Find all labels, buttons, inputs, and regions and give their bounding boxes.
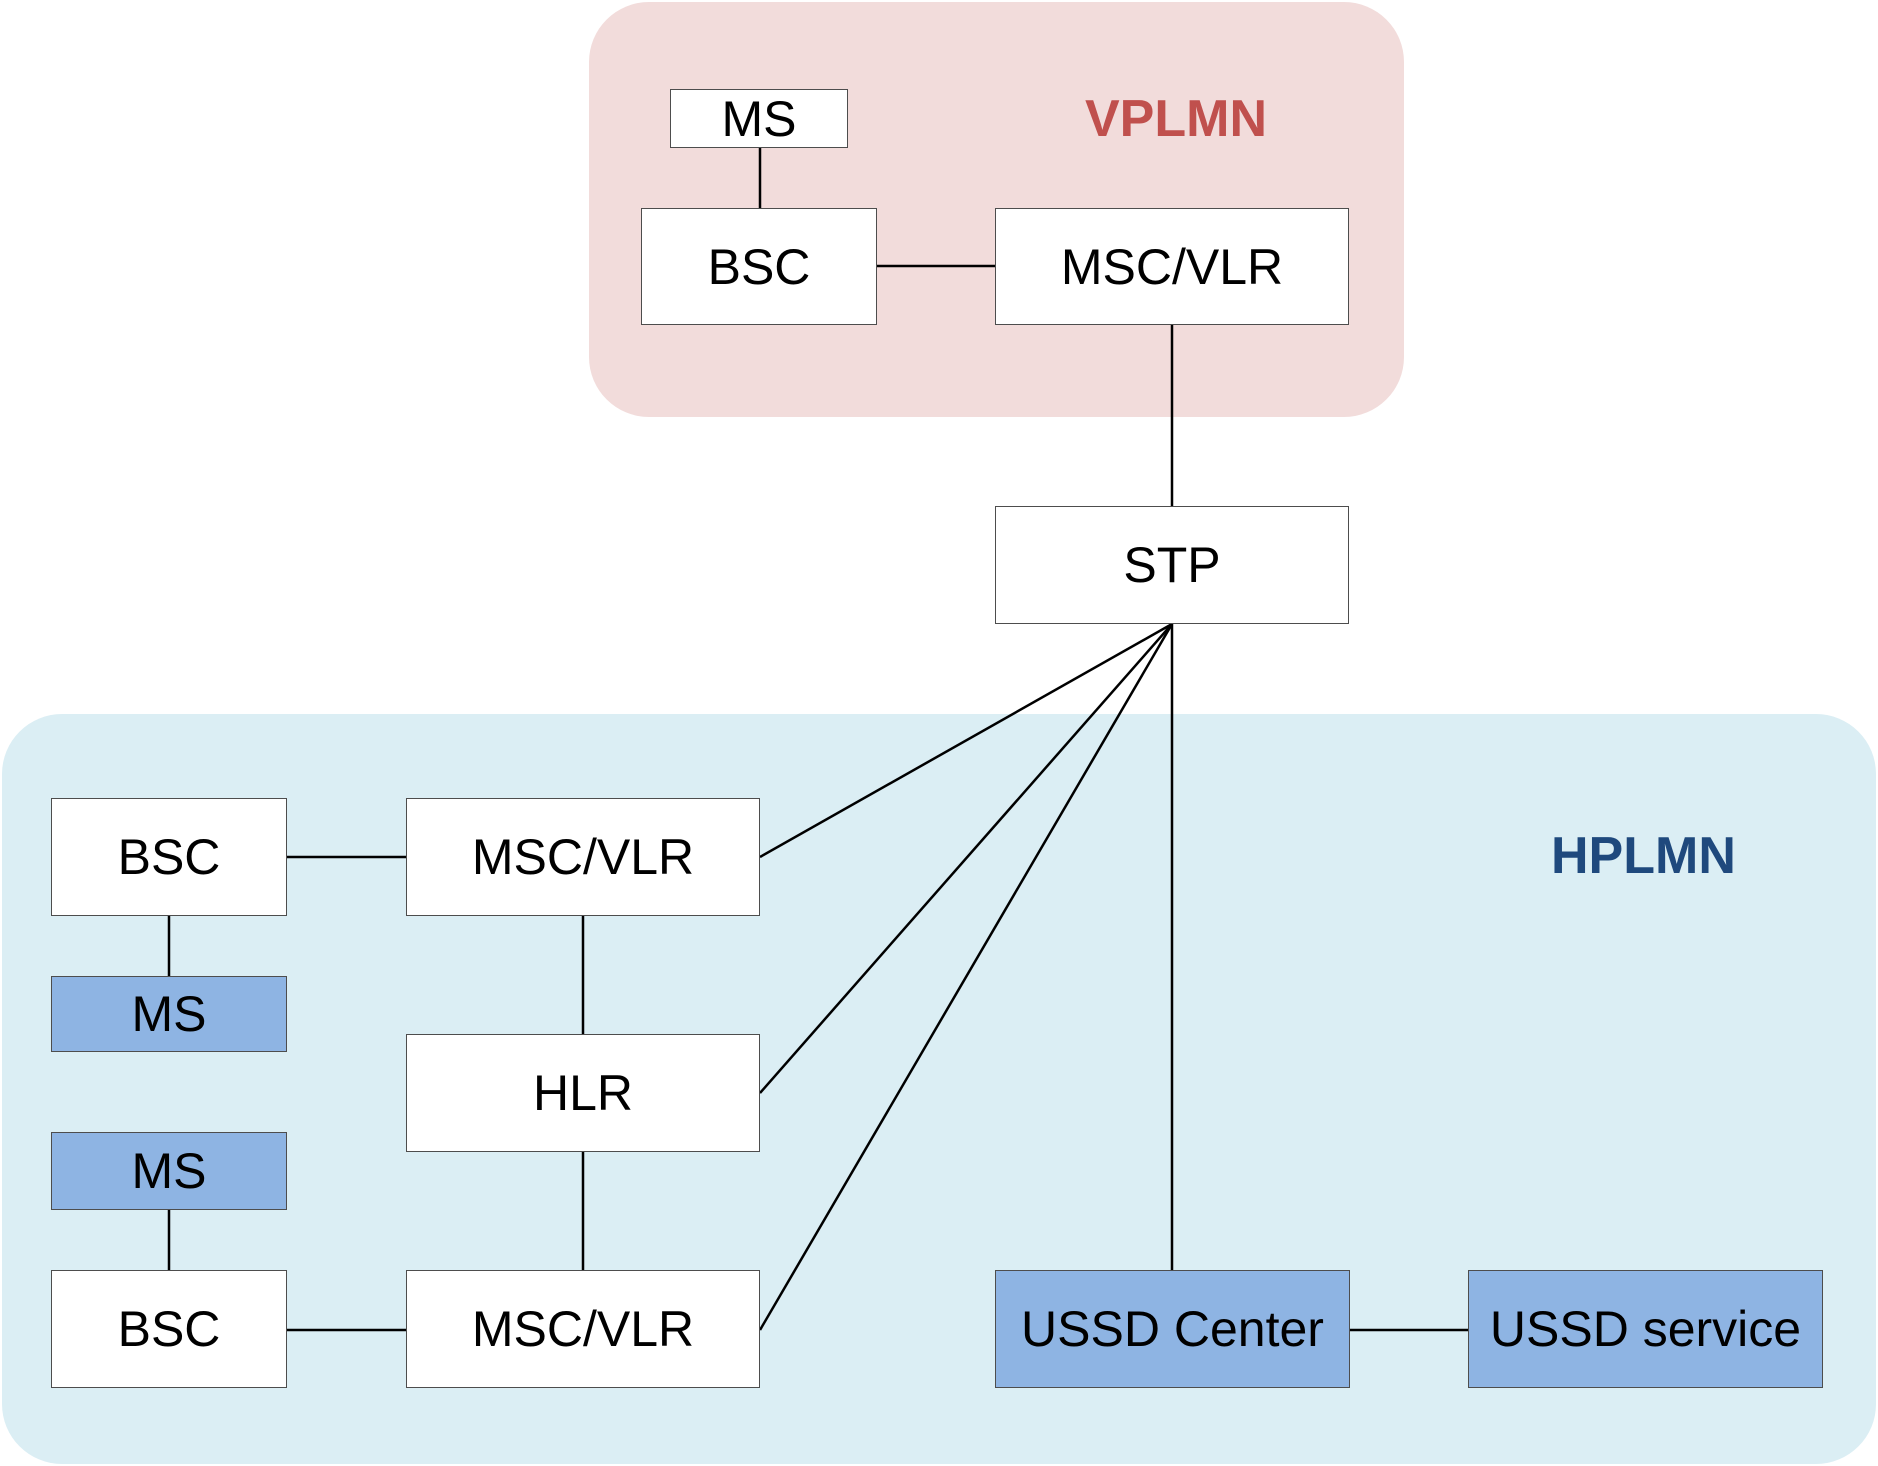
hplmn-bsc-2-node: BSC	[51, 1270, 287, 1388]
link-stp-hmsc2	[758, 623, 1174, 1331]
hplmn-ms-1-node: MS	[51, 976, 287, 1052]
hplmn-bsc-1-node: BSC	[51, 798, 287, 916]
ussd-center-node: USSD Center	[995, 1270, 1350, 1388]
link-stp-hlr	[759, 623, 1173, 1094]
stp-node: STP	[995, 506, 1349, 624]
ussd-service-node: USSD service	[1468, 1270, 1823, 1388]
vplmn-bsc-node: BSC	[641, 208, 877, 325]
hlr-node: HLR	[406, 1034, 760, 1152]
hplmn-msc-vlr-1-node: MSC/VLR	[406, 798, 760, 916]
vplmn-msc-vlr-node: MSC/VLR	[995, 208, 1349, 325]
vplmn-ms-node: MS	[670, 89, 848, 148]
hplmn-ms-2-node: MS	[51, 1132, 287, 1210]
hplmn-msc-vlr-2-node: MSC/VLR	[406, 1270, 760, 1388]
vplmn-label: VPLMN	[1085, 90, 1267, 148]
hplmn-label: HPLMN	[1551, 827, 1736, 885]
link-stp-hmsc1	[759, 622, 1173, 859]
